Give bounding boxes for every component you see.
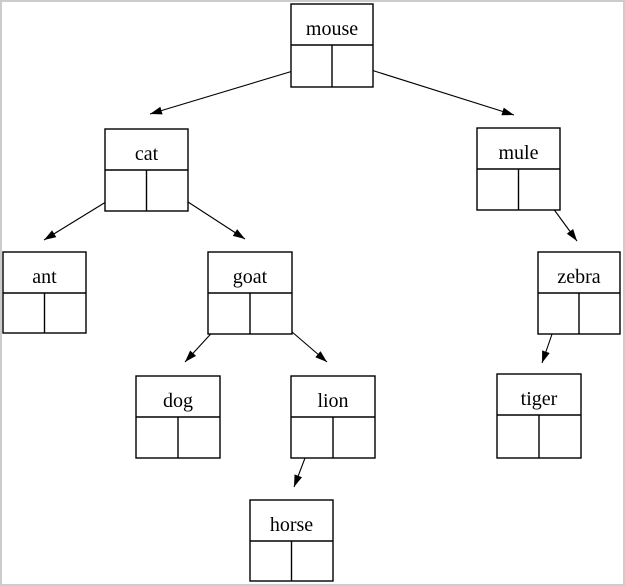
- node-label-zebra: zebra: [557, 266, 600, 288]
- node-label-tiger: tiger: [521, 388, 558, 410]
- nodes-layer: mouse cat mule ant goat zebra dog lion tiger hors…: [2, 3, 621, 582]
- tree-node-mouse: mouse: [290, 3, 374, 88]
- node-label-horse: horse: [270, 514, 313, 536]
- node-label-mule: mule: [499, 142, 539, 164]
- tree-node-mule: mule: [476, 127, 561, 211]
- node-label-cat: cat: [135, 143, 159, 165]
- tree-node-goat: goat: [207, 251, 293, 335]
- tree-node-cat: cat: [104, 128, 189, 212]
- tree-node-ant: ant: [2, 251, 87, 334]
- tree-node-dog: dog: [135, 375, 221, 459]
- edge-mouse-left-to-cat: [149, 64, 314, 115]
- tree-node-lion: lion: [290, 375, 376, 459]
- tree-node-horse: horse: [249, 499, 334, 582]
- node-label-lion: lion: [317, 390, 348, 412]
- node-label-mouse: mouse: [306, 18, 358, 40]
- edge-mouse-right-to-mule: [351, 63, 515, 116]
- node-label-dog: dog: [163, 390, 193, 412]
- node-label-goat: goat: [233, 266, 268, 288]
- tree-node-zebra: zebra: [537, 251, 621, 335]
- node-label-ant: ant: [32, 266, 57, 288]
- tree-node-tiger: tiger: [496, 373, 582, 459]
